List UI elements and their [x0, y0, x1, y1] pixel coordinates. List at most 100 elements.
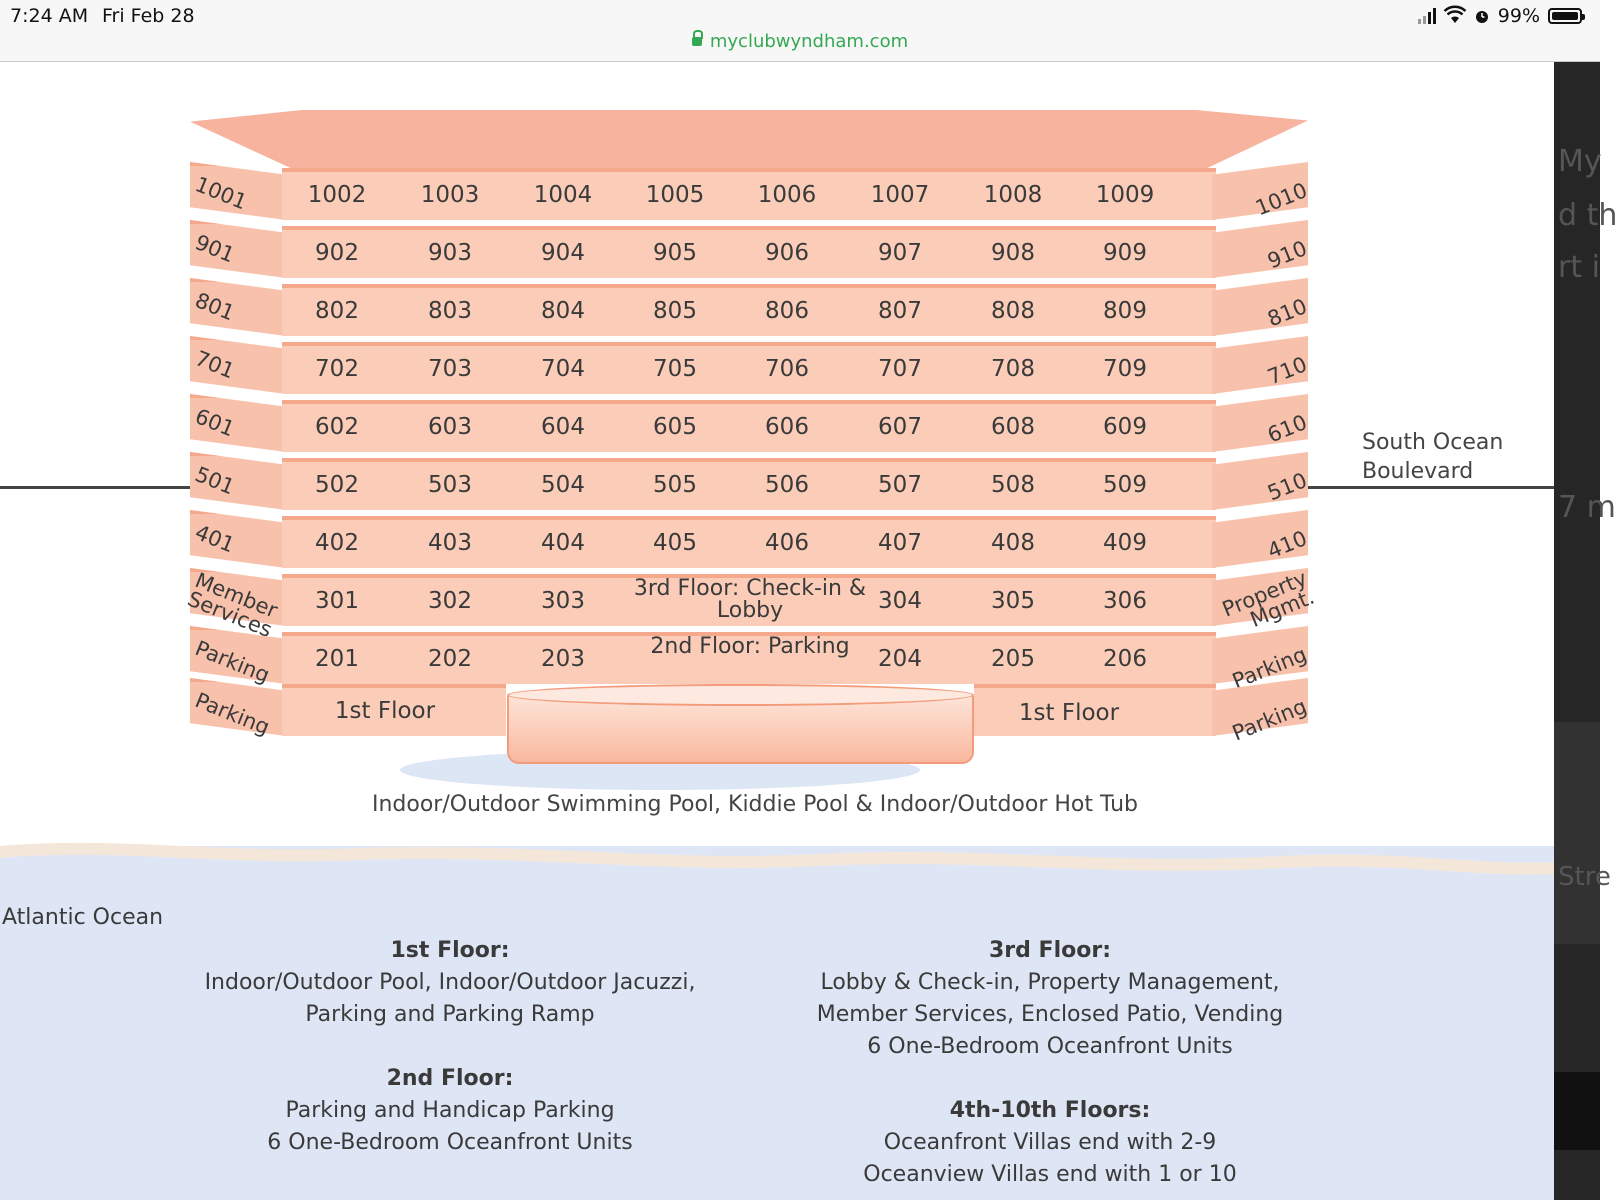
unit-number: 202: [428, 646, 472, 672]
unit-number: 904: [541, 240, 585, 266]
unit-number: 1006: [757, 182, 817, 208]
legend-heading: 1st Floor:: [390, 938, 510, 963]
background-text: 7 m: [1558, 490, 1616, 525]
legend-line: Lobby & Check-in, Property Management,: [820, 970, 1280, 995]
pool-enclosure: [507, 696, 974, 764]
unit-number: 1009: [1095, 182, 1155, 208]
legend-line: Oceanview Villas end with 1 or 10: [863, 1162, 1237, 1187]
unit-number: 709: [1103, 356, 1147, 382]
unit-number: 708: [991, 356, 1035, 382]
unit-number: 405: [653, 530, 697, 556]
background-page-panel: My d th rt i 7 m Stre: [1554, 62, 1617, 1200]
unit-number: 609: [1103, 414, 1147, 440]
unit-number: 1007: [870, 182, 930, 208]
floor-front: [282, 574, 1216, 626]
unit-number: 807: [878, 298, 922, 324]
floor-front: [282, 342, 1216, 394]
floor-front: [282, 632, 1216, 684]
unit-number: 506: [765, 472, 809, 498]
url-bar[interactable]: myclubwyndham.com: [0, 30, 1600, 52]
unit-number: 505: [653, 472, 697, 498]
unit-number: 404: [541, 530, 585, 556]
unit-number: 504: [541, 472, 585, 498]
background-text: Stre: [1558, 862, 1611, 892]
unit-number: 704: [541, 356, 585, 382]
status-bar: 7:24 AM Fri Feb 28 99% myclubwyndham.com: [0, 0, 1600, 62]
unit-number: 707: [878, 356, 922, 382]
shoreline: [0, 842, 1554, 892]
unit-number: 702: [315, 356, 359, 382]
unit-number: 907: [878, 240, 922, 266]
unit-number: 502: [315, 472, 359, 498]
unit-number: 408: [991, 530, 1035, 556]
unit-number: 608: [991, 414, 1035, 440]
legend-line: Indoor/Outdoor Pool, Indoor/Outdoor Jacu…: [204, 970, 696, 995]
unit-number: 905: [653, 240, 697, 266]
unit-number: 1003: [420, 182, 480, 208]
ocean-area: [0, 846, 1554, 1200]
unit-number: 301: [315, 588, 359, 614]
unit-number: 908: [991, 240, 1035, 266]
unit-number: 706: [765, 356, 809, 382]
status-icons: 99%: [1417, 5, 1585, 27]
unit-number: 703: [428, 356, 472, 382]
street-label: South Ocean Boulevard: [1362, 430, 1504, 484]
floor-description: 2nd Floor: Parking: [650, 634, 850, 659]
unit-number: 808: [991, 298, 1035, 324]
legend-line: Member Services, Enclosed Patio, Vending: [816, 1002, 1284, 1027]
unit-number: 304: [878, 588, 922, 614]
background-block: [1554, 1072, 1600, 1150]
unit-number: 306: [1103, 588, 1147, 614]
unit-number: 205: [991, 646, 1035, 672]
pool-enclosure-top: [507, 684, 974, 706]
floor-front: [974, 684, 1216, 736]
building-roof: [190, 110, 1308, 168]
street-line: [1308, 486, 1554, 489]
lock-icon: [691, 30, 703, 46]
unit-number: 1002: [307, 182, 367, 208]
legend-left: 1st Floor: Indoor/Outdoor Pool, Indoor/O…: [170, 935, 730, 1159]
unit-number: 603: [428, 414, 472, 440]
unit-number: 503: [428, 472, 472, 498]
unit-number: 206: [1103, 646, 1147, 672]
floor-front: [282, 516, 1216, 568]
unit-number: 204: [878, 646, 922, 672]
legend-heading: 2nd Floor:: [386, 1066, 514, 1091]
unit-number: 1008: [983, 182, 1043, 208]
unit-number: 1004: [533, 182, 593, 208]
pool-caption: Indoor/Outdoor Swimming Pool, Kiddie Poo…: [371, 792, 1138, 817]
floor-front: [282, 284, 1216, 336]
floor-front: [282, 684, 506, 736]
unit-number: 903: [428, 240, 472, 266]
unit-number: 906: [765, 240, 809, 266]
unit-number: 804: [541, 298, 585, 324]
unit-number: 507: [878, 472, 922, 498]
unit-number: 403: [428, 530, 472, 556]
url-text: myclubwyndham.com: [709, 31, 909, 52]
clock-time: 7:24 AM: [10, 5, 89, 27]
background-text: d th: [1558, 198, 1617, 233]
floor-front: [282, 458, 1216, 510]
ocean-label: Atlantic Ocean: [2, 905, 164, 930]
battery-icon: [1548, 8, 1585, 24]
wifi-icon: [1443, 5, 1467, 23]
unit-number: 607: [878, 414, 922, 440]
unit-number: 406: [765, 530, 809, 556]
unit-number: 508: [991, 472, 1035, 498]
floor-description: 3rd Floor: Check-in & Lobby: [633, 576, 867, 623]
unit-number: 605: [653, 414, 697, 440]
unit-number: 809: [1103, 298, 1147, 324]
unit-number: 606: [765, 414, 809, 440]
floor-front: [282, 168, 1216, 220]
clock-date: Fri Feb 28: [102, 5, 195, 27]
legend-heading: 4th-10th Floors:: [949, 1098, 1151, 1123]
unit-number: 802: [315, 298, 359, 324]
unit-number: 602: [315, 414, 359, 440]
